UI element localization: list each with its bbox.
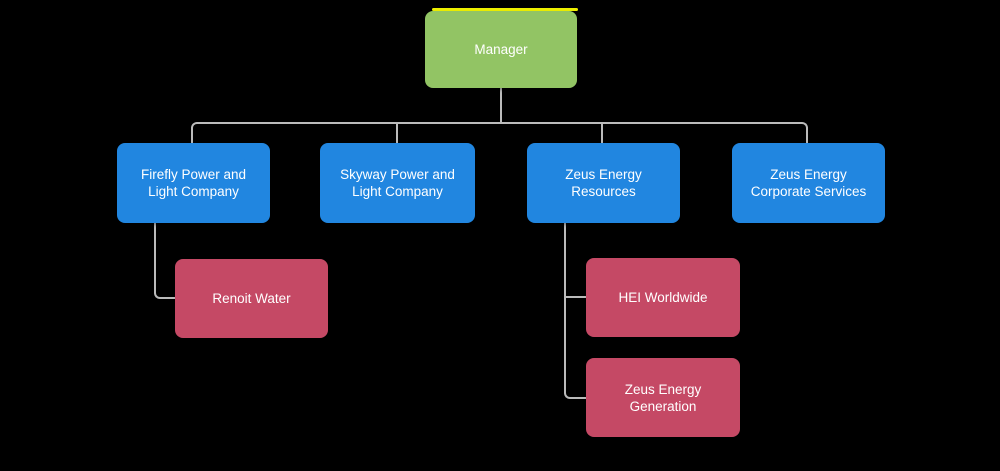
node-label: HEI Worldwide [618, 290, 708, 305]
node-zeus-energy-corporate-services[interactable]: Zeus Energy Corporate Services [732, 143, 885, 223]
node-label: Zeus Energy Corporate Services [750, 167, 867, 199]
node-label: Zeus Energy Resources [565, 167, 642, 199]
node-label: Skyway Power and Light Company [340, 167, 455, 199]
connector-zeus-to-hei [565, 296, 586, 298]
node-firefly-power-and-light[interactable]: Firefly Power and Light Company [117, 143, 270, 223]
connector-drop-skyway [396, 122, 398, 143]
node-label: Zeus Energy Generation [624, 381, 702, 414]
node-skyway-power-and-light[interactable]: Skyway Power and Light Company [320, 143, 475, 223]
node-manager[interactable]: Manager [425, 11, 577, 88]
connector-manager-stem [500, 88, 502, 122]
node-label: Firefly Power and Light Company [140, 167, 247, 199]
node-label: Renoit Water [212, 291, 291, 306]
node-renoit-water[interactable]: Renoit Water [175, 259, 328, 338]
connector-firefly-to-renoit [154, 223, 175, 299]
connector-drop-zeus-resources [601, 122, 603, 143]
selection-highlight [432, 8, 578, 11]
node-zeus-energy-generation[interactable]: Zeus Energy Generation [586, 358, 740, 437]
node-zeus-energy-resources[interactable]: Zeus Energy Resources [527, 143, 680, 223]
connector-zeus-to-generation [564, 223, 586, 399]
node-label: Manager [474, 42, 528, 57]
node-hei-worldwide[interactable]: HEI Worldwide [586, 258, 740, 337]
connector-level2-rail [191, 122, 808, 143]
